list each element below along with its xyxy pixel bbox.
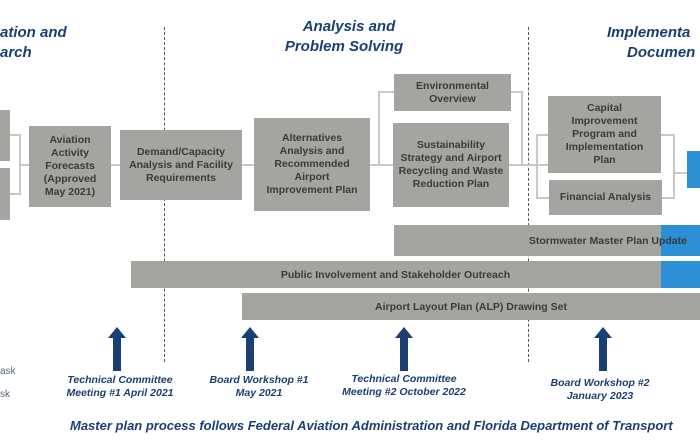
phase-header-line: ation and [0,24,67,41]
milestone-line: Technical Committee [351,373,457,385]
alternatives-box: Alternatives Analysis and Recommended Ai… [254,118,370,211]
public-involvement-bar: Public Involvement and Stakeholder Outre… [131,261,700,288]
connector [536,134,548,136]
phase-header-line: arch [0,44,32,61]
connector [111,164,120,166]
connector [10,134,20,136]
box-label: Environmental Overview [416,79,489,105]
connector [378,91,394,93]
up-arrow-icon [108,327,126,371]
phase-header-inventory: ation and arch [0,23,67,63]
cut-off-task-box [0,110,10,161]
milestone-line: Meeting #1 April 2021 [66,387,174,399]
cut-off-blue-box [687,151,700,188]
milestone-line: Meeting #2 October 2022 [342,386,466,398]
alp-bar: Airport Layout Plan (ALP) Drawing Set [242,293,700,320]
aviation-forecasts-box: Aviation Activity Forecasts (Approved Ma… [29,126,111,207]
footer-note: Master plan process follows Federal Avia… [70,418,673,433]
phase-header-line: Documen [627,44,696,61]
milestone-line: Board Workshop #1 [209,374,309,386]
milestone-line: Technical Committee [67,374,173,386]
phase-divider [528,27,529,362]
connector [661,134,675,136]
up-arrow-icon [594,327,612,371]
legend-item: sk [0,389,10,400]
bar-label: Stormwater Master Plan Update [528,234,687,247]
connector [378,91,380,166]
connector [370,164,393,166]
box-label: Aviation Activity Forecasts (Approved Ma… [43,134,97,198]
phase-header-line: Analysis and [302,18,396,35]
bar-label: Public Involvement and Stakeholder Outre… [280,268,511,281]
connector [521,91,523,166]
financial-analysis-box: Financial Analysis [549,180,662,215]
connector [10,193,20,195]
connector [662,197,675,199]
connector [511,91,522,93]
bar-label: Airport Layout Plan (ALP) Drawing Set [375,300,567,313]
phase-header-line: Problem Solving [284,38,404,55]
box-label: Alternatives Analysis and Recommended Ai… [266,132,358,196]
phase-header-analysis: Analysis and Problem Solving [281,17,407,57]
connector [19,164,29,166]
capital-improvement-box: Capital Improvement Program and Implemen… [548,96,661,173]
connector [509,164,548,166]
cut-off-task-box [0,168,10,220]
box-label: Sustainability Strategy and Airport Recy… [398,139,504,190]
bar-blue-segment [661,261,700,288]
box-label: Capital Improvement Program and Implemen… [565,102,644,166]
milestone-line: Board Workshop #2 [550,377,650,389]
bar-blue-segment [661,225,700,256]
box-label: Demand/Capacity Analysis and Facility Re… [129,145,233,184]
connector [242,164,254,166]
connector [673,134,675,199]
milestone-line: January 2023 [566,390,634,402]
stormwater-bar: Stormwater Master Plan Update [394,225,700,256]
connector [536,197,549,199]
box-label: Financial Analysis [559,191,652,203]
connector [673,172,687,174]
phase-header-implementation: Implementa Documen [607,23,695,63]
phase-header-line: Implementa [607,24,691,41]
up-arrow-icon [241,327,259,371]
demand-capacity-box: Demand/Capacity Analysis and Facility Re… [120,130,242,200]
legend-item: ask [0,366,16,377]
connector [536,134,538,198]
up-arrow-icon [395,327,413,371]
milestone-line: May 2021 [235,387,283,399]
sustainability-box: Sustainability Strategy and Airport Recy… [393,123,509,207]
environmental-box: Environmental Overview [394,74,511,111]
